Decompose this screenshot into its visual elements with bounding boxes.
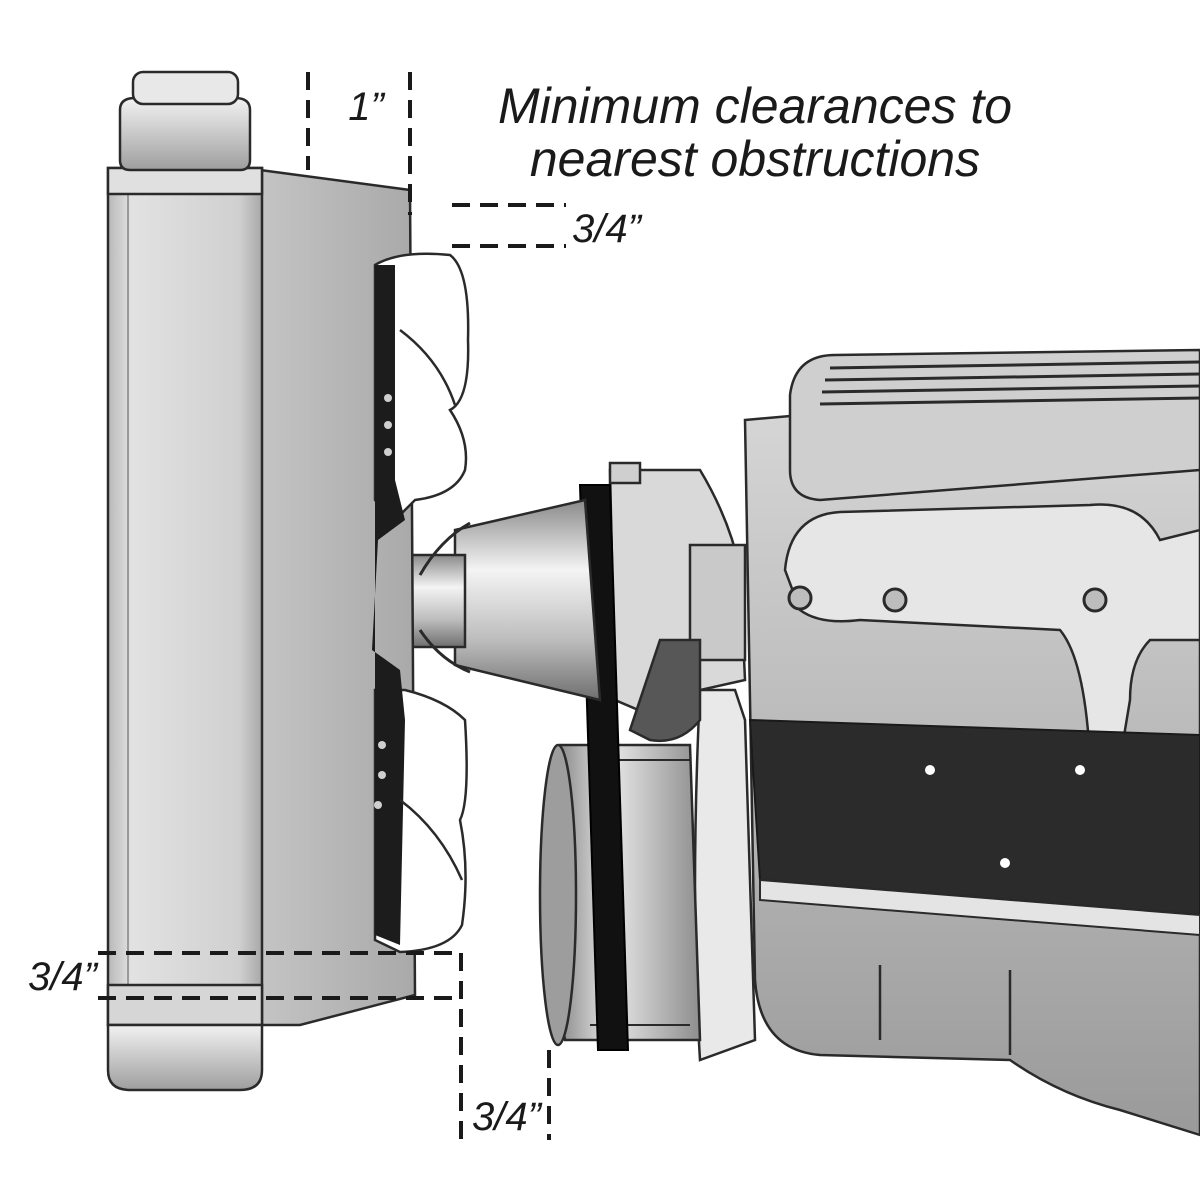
dim-label-bottom: 3/4” [472, 1095, 543, 1139]
engine-dark-band [748, 718, 1200, 917]
title-line-1: Minimum clearances to [498, 78, 1012, 134]
title-line-2: nearest obstructions [530, 131, 980, 187]
pump-neck [608, 461, 642, 485]
dimension-lines [98, 72, 566, 1140]
dim-label-fan-top: 3/4” [572, 207, 643, 251]
electric-fan [372, 252, 470, 954]
dim-label-bottom-left: 3/4” [28, 955, 99, 999]
bottom-outlet [106, 1023, 264, 1092]
radiator-tank [106, 166, 264, 1027]
block-bolt-holes [925, 765, 1085, 868]
radiator [106, 70, 417, 1092]
fan-blade-upper [373, 252, 470, 522]
engine-stripe [759, 878, 1200, 937]
timing-cover [693, 688, 757, 1062]
hub-cone [453, 498, 602, 702]
valve-cover-fins [819, 360, 1200, 406]
water-pump [608, 461, 757, 1062]
exhaust-manifold [783, 503, 1200, 762]
crank-pulley [538, 743, 702, 1047]
radiator-cap [131, 70, 240, 106]
filler-neck [118, 96, 252, 172]
pump-outlet [628, 638, 702, 743]
dim-label-top: 1” [348, 85, 385, 129]
pump-flange [688, 543, 747, 662]
fan-hub [393, 498, 602, 702]
engine [743, 348, 1200, 1137]
oil-pan-lines [878, 965, 1012, 1055]
fan-rivets [374, 394, 392, 809]
manifold-bolts [787, 585, 1108, 613]
